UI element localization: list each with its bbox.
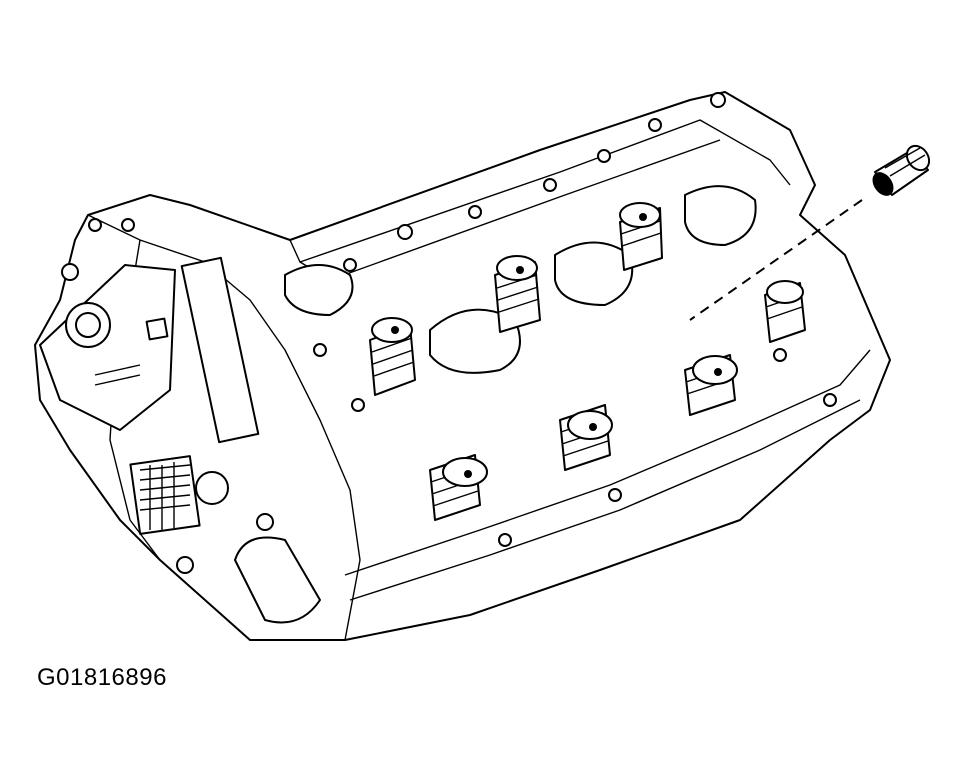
valve-springs [369, 202, 806, 521]
front-face-features [39, 218, 321, 624]
valve-spring [369, 317, 416, 396]
valve-spring [619, 202, 663, 271]
valve-spring [429, 454, 488, 521]
figure-id-label: G01816896 [37, 664, 167, 691]
cylinder-head-illustration [34, 91, 931, 641]
valve-spring [559, 404, 613, 471]
valve-spring [764, 280, 806, 343]
valve-spring [684, 354, 738, 416]
camshaft-journals [284, 185, 757, 374]
bolt-holes [313, 92, 837, 547]
valve-spring [494, 255, 541, 333]
hydraulic-lash-adjuster [689, 144, 931, 321]
